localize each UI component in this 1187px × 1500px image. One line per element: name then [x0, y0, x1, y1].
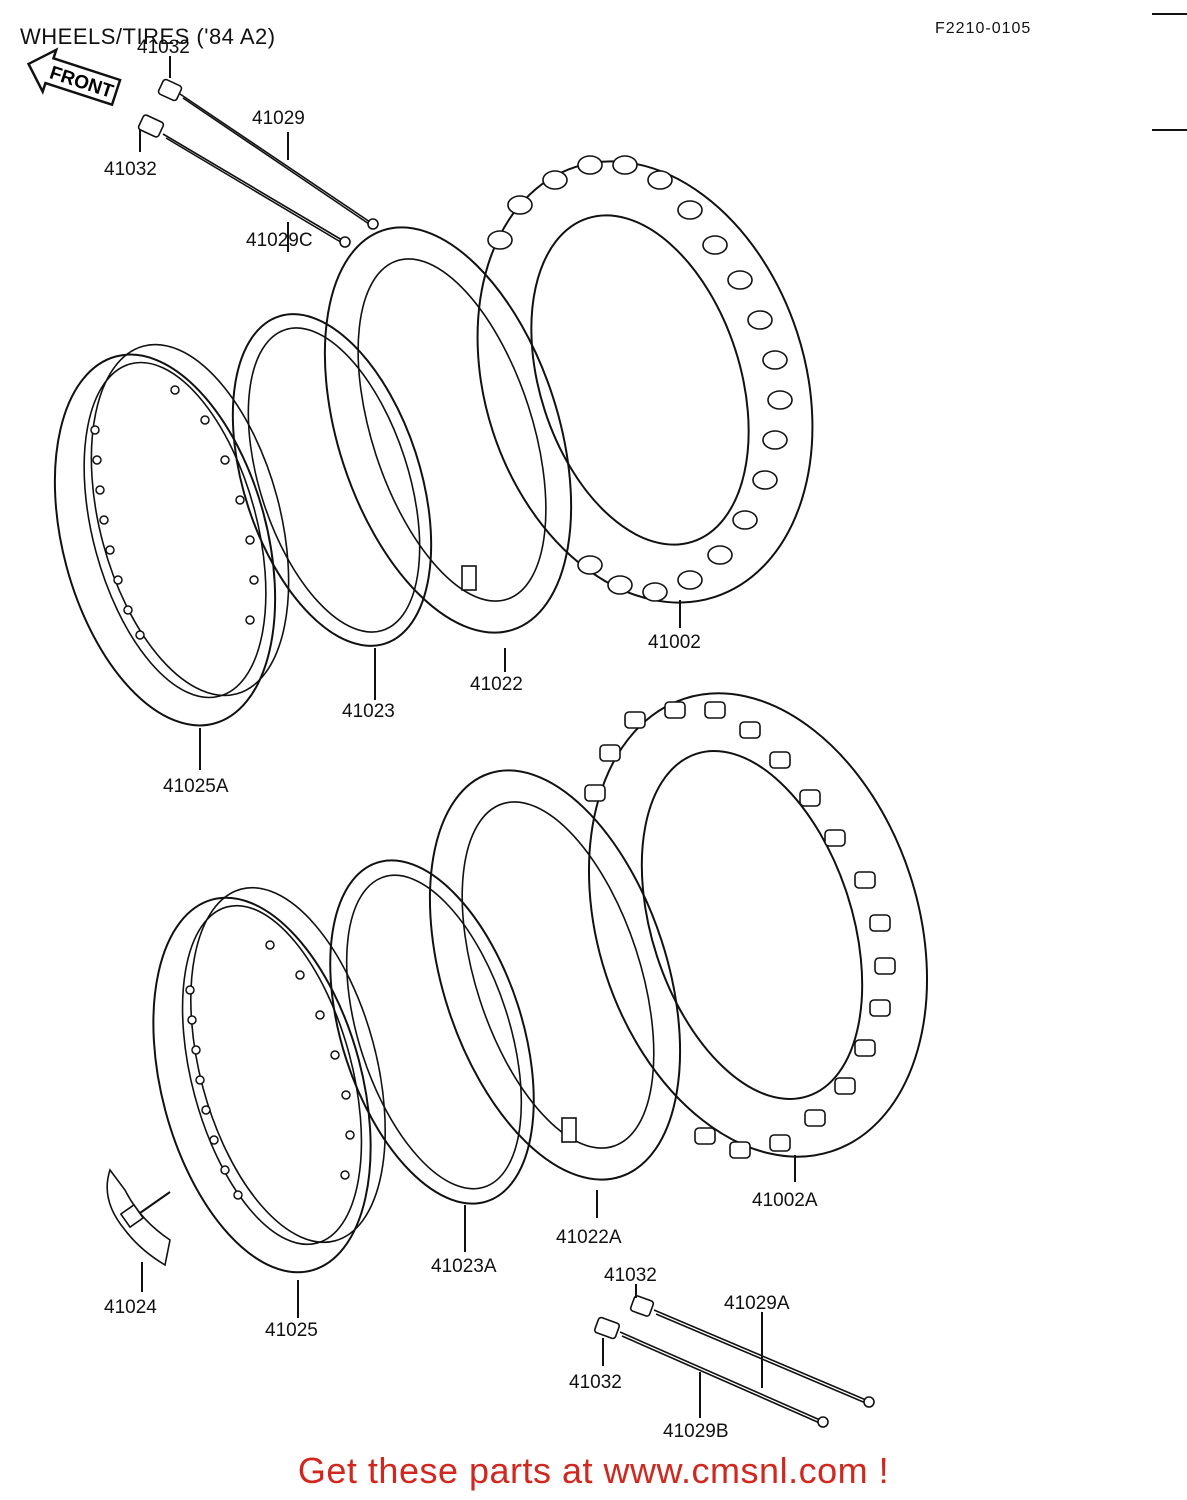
label-41024: 41024 [104, 1297, 157, 1318]
rim-lock [106, 1168, 171, 1292]
spoke-nipple-icon [157, 78, 183, 102]
front-rim-band [231, 313, 433, 700]
rear-rim-band [329, 859, 535, 1252]
tire-tread [487, 155, 793, 602]
rear-tube [428, 769, 682, 1218]
spoke-top-assembly [137, 56, 379, 252]
label-41022A: 41022A [556, 1227, 622, 1248]
spoke-bottom-assembly [593, 1284, 875, 1428]
spoke-nipple-icon [629, 1295, 655, 1317]
label-41002A: 41002A [752, 1190, 818, 1211]
front-rim [53, 343, 290, 770]
tire-tread [584, 701, 896, 1159]
label-41025A: 41025A [163, 776, 229, 797]
label-41029: 41029 [252, 108, 305, 129]
label-41025: 41025 [265, 1320, 318, 1341]
diagram-title: WHEELS/TIRES ('84 A2) [20, 24, 276, 49]
label-41022: 41022 [470, 674, 523, 695]
spoke-nipple-icon [137, 114, 165, 138]
valve-stem-icon [461, 565, 477, 591]
label-41032: 41032 [604, 1265, 657, 1286]
label-41002: 41002 [648, 632, 701, 653]
spoke-holes [90, 385, 259, 640]
label-41023A: 41023A [431, 1256, 497, 1277]
label-41029A: 41029A [724, 1293, 790, 1314]
label-41029C: 41029C [246, 230, 313, 251]
front-direction-arrow: FRONT [26, 47, 122, 107]
label-41032: 41032 [104, 159, 157, 180]
valve-stem-icon [561, 1117, 577, 1143]
rear-rim [152, 886, 386, 1318]
spoke-nipple-icon [593, 1316, 621, 1340]
front-tube [323, 226, 573, 672]
label-41029B: 41029B [663, 1421, 729, 1442]
label-41032: 41032 [569, 1372, 622, 1393]
rear-tire [584, 692, 929, 1182]
label-41032: 41032 [137, 37, 190, 58]
footer-promo-link[interactable]: Get these parts at www.cmsnl.com ! [297, 1450, 890, 1491]
front-tire [476, 155, 814, 628]
diagram-code: F2210-0105 [935, 20, 1032, 37]
label-41023: 41023 [342, 701, 395, 722]
spoke-holes [185, 940, 355, 1200]
